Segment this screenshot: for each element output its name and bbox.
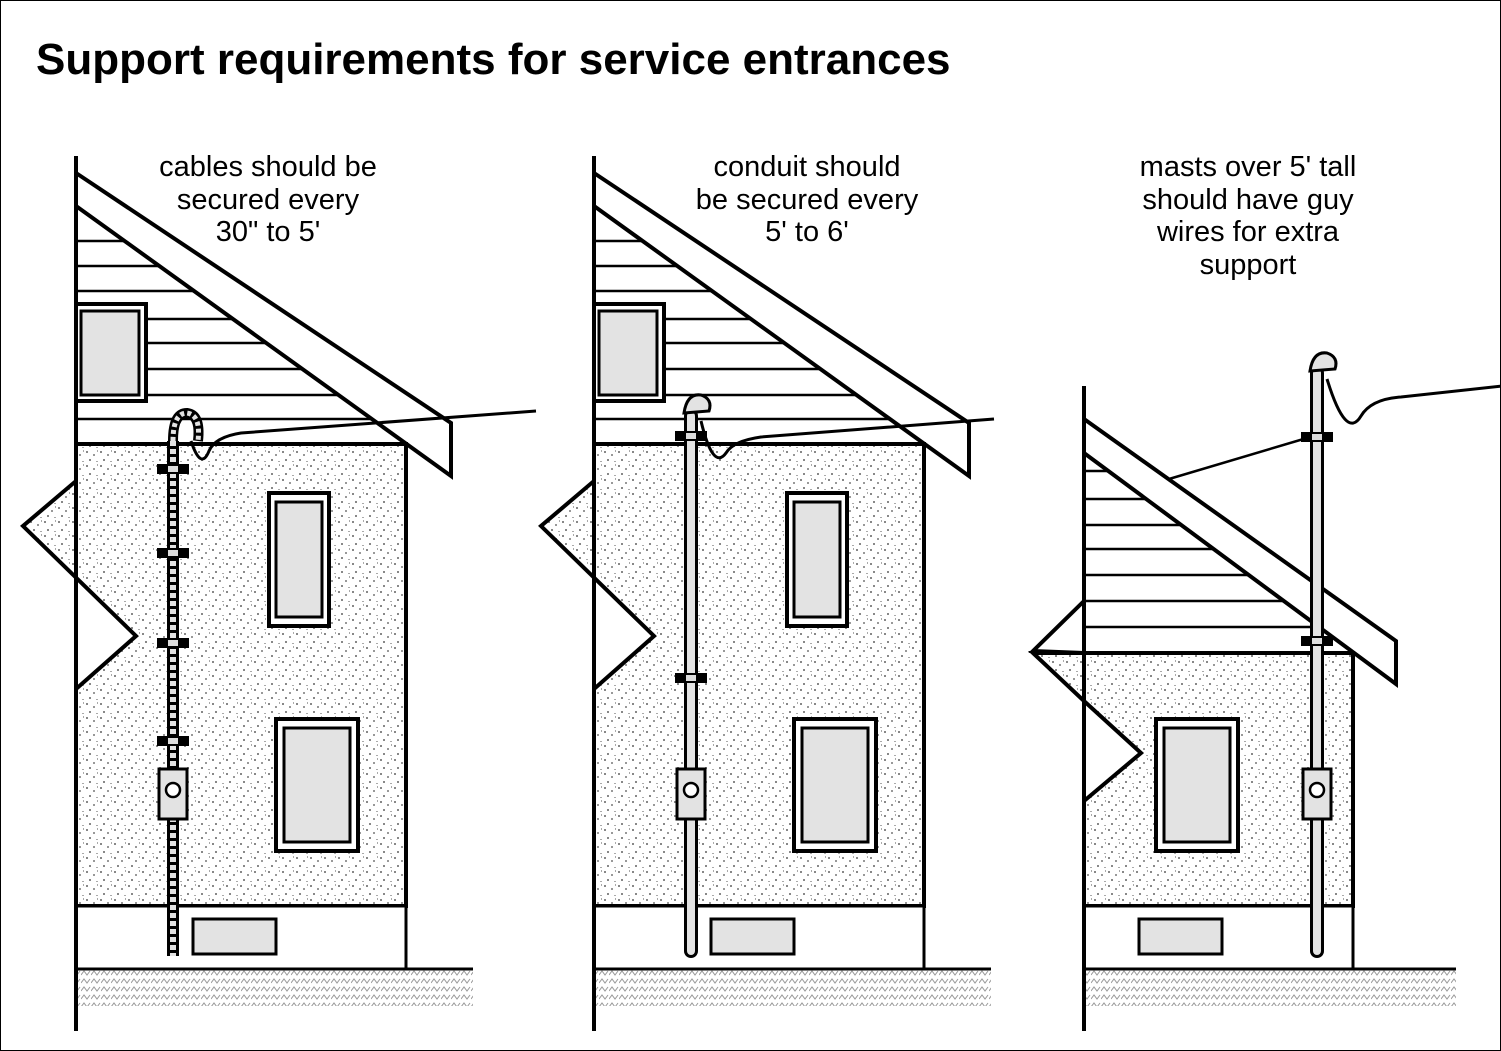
caption-conduit: conduit should be secured every 5' to 6'	[607, 151, 1007, 249]
service-drop	[189, 409, 537, 461]
caption-masts: masts over 5' tall should have guy wires…	[1048, 151, 1448, 281]
caption-line: cables should be	[159, 151, 377, 183]
caption-line: be secured every	[695, 183, 919, 216]
caption-line: secured every	[176, 183, 360, 216]
house-mast	[1027, 351, 1500, 1031]
window	[267, 491, 331, 628]
diagram-title: Support requirements for service entranc…	[36, 35, 951, 84]
caption-line: 5' to 6'	[765, 216, 849, 248]
guy-wire	[1168, 433, 1318, 481]
caption-line: should have guy	[1142, 183, 1354, 216]
caption-line: conduit should	[713, 151, 901, 183]
house-conduit	[539, 154, 995, 1033]
caption-line: wires for extra	[1156, 216, 1340, 248]
caption-line: 30" to 5'	[215, 216, 321, 248]
meter	[675, 767, 707, 821]
window	[785, 491, 849, 628]
meter	[157, 767, 189, 821]
window	[792, 717, 878, 853]
caption-line: masts over 5' tall	[1139, 151, 1357, 183]
weatherhead	[1308, 351, 1338, 373]
house-cable	[21, 154, 537, 1033]
meter	[1301, 767, 1333, 821]
window	[274, 717, 360, 853]
weatherhead	[682, 393, 712, 415]
window	[1154, 717, 1240, 853]
caption-line: support	[1199, 248, 1297, 281]
caption-cables: cables should be secured every 30" to 5'	[68, 151, 468, 249]
